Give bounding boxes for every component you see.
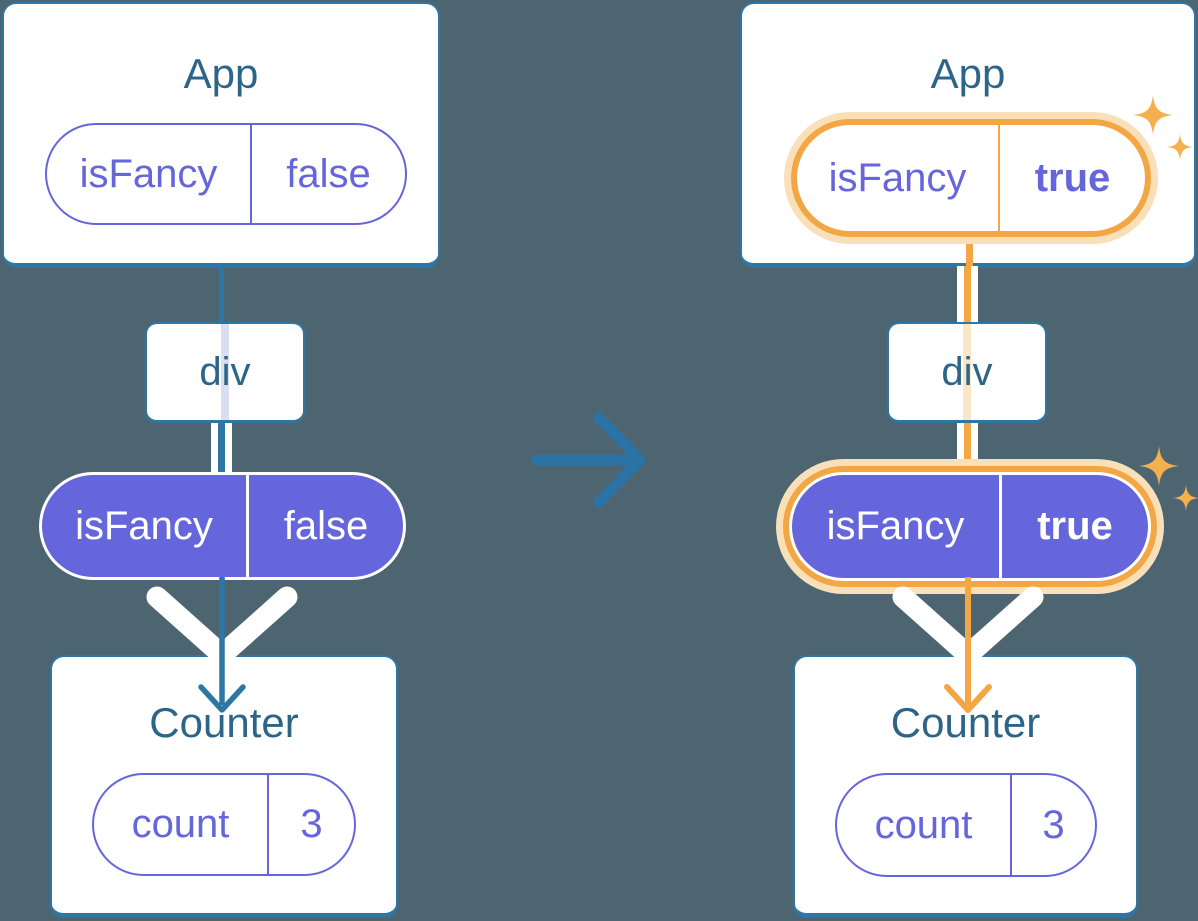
div-card-title: div (941, 349, 993, 394)
prop-value: false (286, 151, 371, 196)
prop-name: isFancy (47, 125, 252, 223)
prop-name: isFancy (792, 475, 1002, 578)
app-card: App isFancy false (2, 2, 440, 268)
counter-state-pill: count 3 (92, 773, 356, 876)
flow-prop-pill-highlighted: isFancy true (792, 475, 1148, 578)
state-name: count (94, 775, 269, 874)
app-prop-pill: isFancy false (45, 123, 407, 225)
app-card-title: App (183, 50, 259, 97)
state-name: count (837, 775, 1012, 875)
div-card: div (145, 322, 305, 423)
app-card: App isFancy true (740, 2, 1196, 268)
app-prop-pill-highlighted: isFancy true (797, 125, 1145, 231)
edge-pill-stem (966, 230, 973, 266)
transition-arrow-icon (531, 412, 646, 508)
div-card-title: div (199, 349, 251, 394)
prop-value: true (1034, 155, 1111, 200)
app-card-title: App (930, 50, 1006, 97)
prop-value: true (1037, 504, 1113, 548)
edge-div-pill (211, 423, 232, 477)
sparkles-icon (1133, 95, 1193, 160)
prop-name: isFancy (42, 475, 249, 577)
prop-pass-through-line (221, 324, 229, 420)
prop-flow-down-arrow-icon (146, 577, 298, 713)
prop-name: isFancy (797, 125, 1000, 231)
div-card: div (887, 322, 1047, 423)
sparkles-icon (1139, 446, 1198, 511)
edge-div-pill (957, 423, 978, 477)
state-value: 3 (300, 802, 323, 846)
counter-state-pill: count 3 (835, 773, 1097, 877)
edge-app-div (219, 266, 224, 324)
prop-pass-through-line (963, 324, 971, 420)
edge-app-div (957, 266, 978, 324)
state-value: 3 (1042, 802, 1065, 847)
prop-value: false (283, 503, 369, 548)
flow-prop-pill: isFancy false (42, 475, 403, 577)
prop-flow-down-arrow-icon (892, 577, 1044, 713)
